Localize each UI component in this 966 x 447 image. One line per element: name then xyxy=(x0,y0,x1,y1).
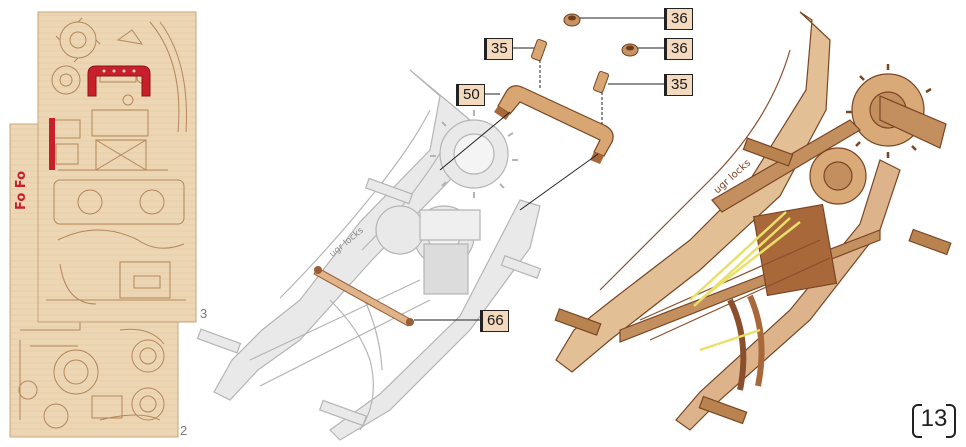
callout-part-36-right: 36 xyxy=(664,38,693,60)
part-36-knob-b xyxy=(621,43,639,57)
callout-part-35-left: 35 xyxy=(484,38,513,60)
rubber-bands xyxy=(689,211,801,352)
plywood-sheet-3 xyxy=(37,11,197,323)
ghost-frame xyxy=(196,69,542,441)
leader-lines xyxy=(414,17,664,321)
step-number: 13 xyxy=(920,405,948,432)
part-36-knob-a xyxy=(563,13,581,27)
callout-part-66: 66 xyxy=(480,310,509,332)
callout-part-50: 50 xyxy=(456,84,485,106)
step-number-badge: 13 xyxy=(912,402,956,438)
part-35-peg-b xyxy=(592,70,610,94)
part-50-bracket xyxy=(494,85,614,164)
callout-part-35-right: 35 xyxy=(664,74,693,96)
callout-part-36-top: 36 xyxy=(664,8,693,30)
part-35-peg-a xyxy=(530,38,548,62)
part-66-axle xyxy=(313,266,414,327)
highlighted-red-part xyxy=(49,118,55,170)
assembled-frame xyxy=(554,11,952,431)
sheet-number-2: 2 xyxy=(180,423,188,438)
sheet-number-3: 3 xyxy=(200,306,208,321)
